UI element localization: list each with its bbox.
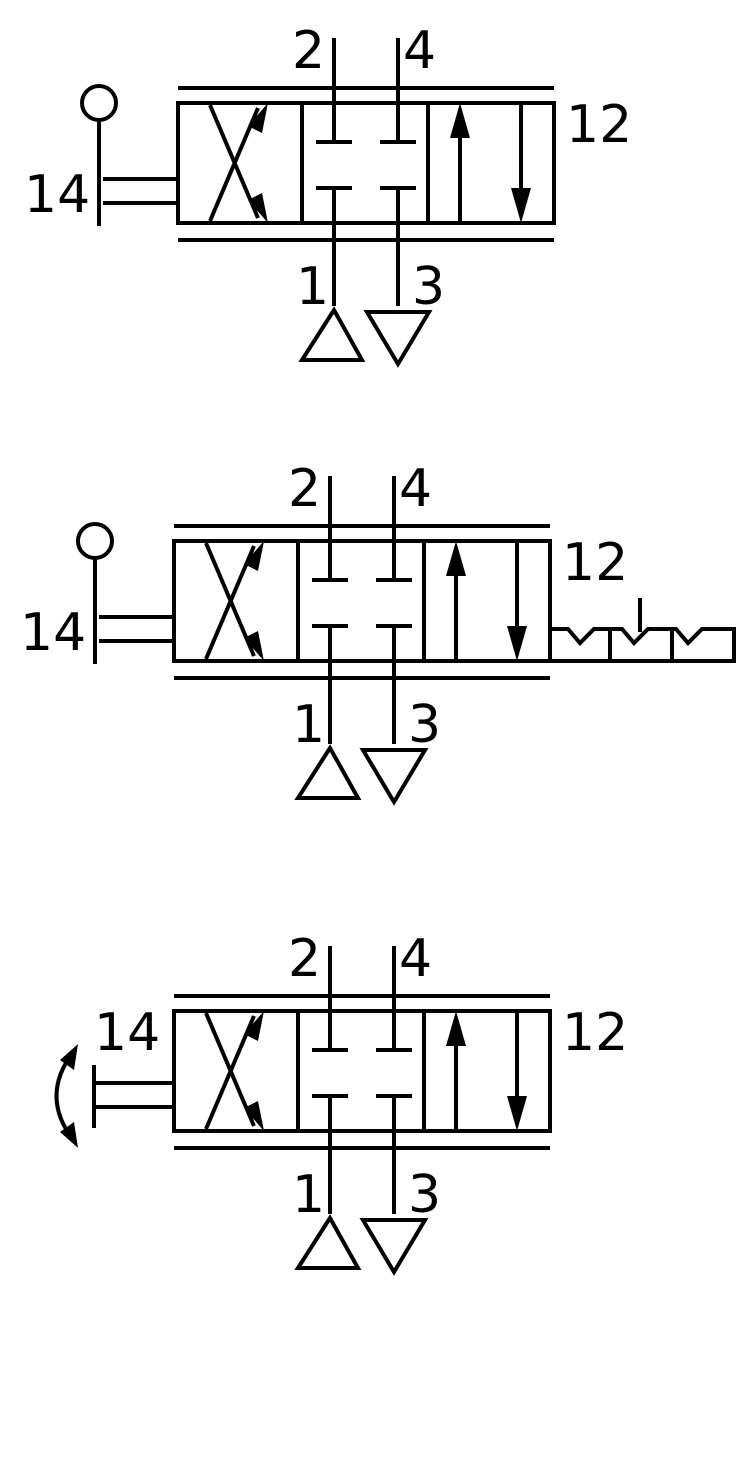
exhaust-icon [363,310,433,368]
valve-symbol-1: 2 4 12 14 1 3 [24,21,632,368]
parallel-flow-arrows [446,1011,527,1131]
blocked-ports [316,38,416,306]
rotation-arrow-icon [54,1044,78,1148]
port-2-label: 2 [292,21,325,81]
port-4-label: 4 [399,929,432,989]
port-2-label: 2 [288,459,321,519]
detent-icon [550,598,736,663]
parallel-flow-arrows [450,103,531,223]
port-3-label: 3 [408,1165,441,1225]
pressure-source-icon [298,306,366,362]
valve-body [176,101,556,225]
port-1-label: 1 [292,695,325,755]
port-3-label: 3 [412,257,445,317]
port-1-label: 1 [296,257,329,317]
port-2-label: 2 [288,929,321,989]
port-3-label: 3 [408,695,441,755]
valve-symbol-3: 2 4 12 14 1 3 [54,929,628,1276]
valve-symbol-2: 2 4 12 14 1 3 [20,459,736,806]
exhaust-icon [359,748,429,806]
valve-body [172,539,552,663]
push-button-actuator [80,84,178,226]
port-14-label: 14 [20,603,86,663]
port-4-label: 4 [403,21,436,81]
parallel-flow-arrows [446,541,527,661]
exhaust-icon [359,1218,429,1276]
port-14-label: 14 [24,165,90,225]
blocked-ports [312,946,412,1214]
port-14-label: 14 [94,1003,160,1063]
port-1-label: 1 [292,1165,325,1225]
pressure-source-icon [294,1214,362,1270]
blocked-ports [312,476,412,744]
port-12-label: 12 [562,1003,628,1063]
knob-icon [76,522,114,560]
port-12-label: 12 [562,533,628,593]
push-button-actuator [76,522,174,664]
rotary-lever-actuator [54,1044,174,1148]
knob-icon [80,84,118,122]
valve-body [172,1009,552,1133]
cross-flow-arrows [208,103,268,223]
pressure-source-icon [294,744,362,800]
cross-flow-arrows [204,541,264,661]
cross-flow-arrows [204,1011,264,1131]
port-12-label: 12 [566,95,632,155]
port-4-label: 4 [399,459,432,519]
